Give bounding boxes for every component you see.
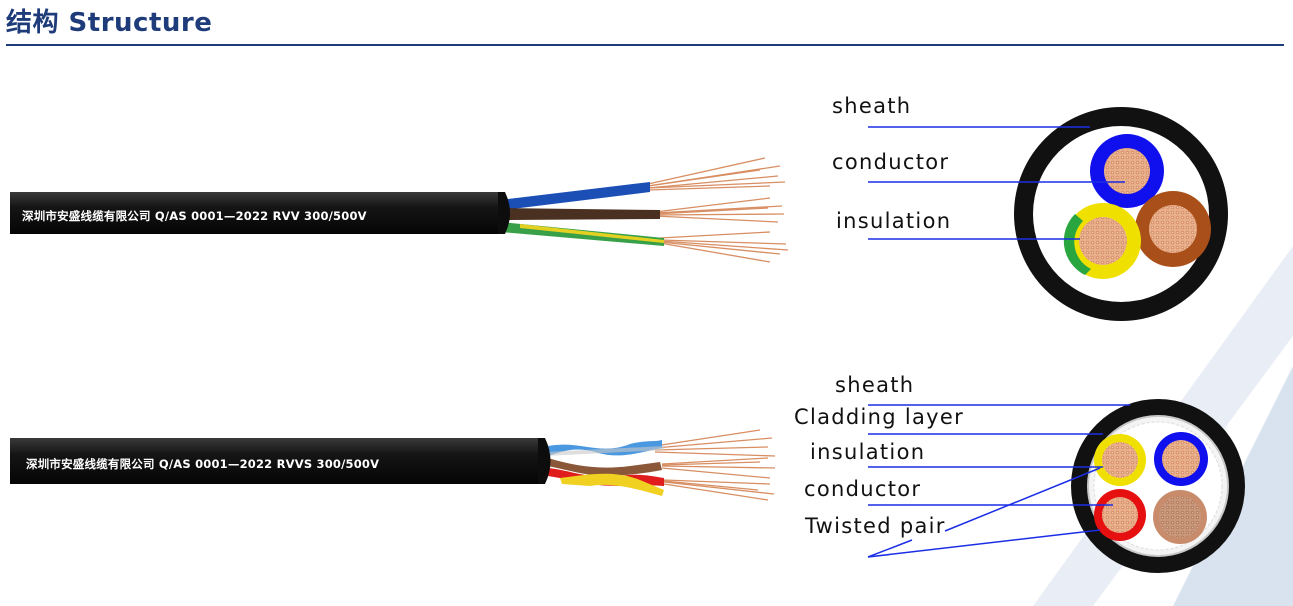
rvv-sheath xyxy=(10,192,505,234)
label-insulation-1: insulation xyxy=(836,209,952,233)
label-conductor-2: conductor xyxy=(804,477,922,501)
label-conductor-1: conductor xyxy=(832,150,950,174)
rvvs-cable-photo xyxy=(10,429,776,501)
section-header: 结构 Structure xyxy=(0,0,1293,48)
label-sheath-1: sheath xyxy=(832,94,912,118)
rvvs-sheath xyxy=(10,438,545,484)
rvv-cable-print: 深圳市安盛线缆有限公司 Q/AS 0001—2022 RVV 300/500V xyxy=(22,209,367,223)
label-twisted-pair: Twisted pair xyxy=(805,514,946,538)
header-divider xyxy=(6,44,1284,46)
label-sheath-2: sheath xyxy=(835,373,915,397)
rvvs-cable-print: 深圳市安盛线缆有限公司 Q/AS 0001—2022 RVVS 300/500V xyxy=(26,457,380,471)
label-cladding-layer: Cladding layer xyxy=(794,405,965,429)
section-title: 结构 Structure xyxy=(6,8,213,38)
rvv-cable-photo xyxy=(10,157,789,263)
label-insulation-2: insulation xyxy=(810,440,926,464)
